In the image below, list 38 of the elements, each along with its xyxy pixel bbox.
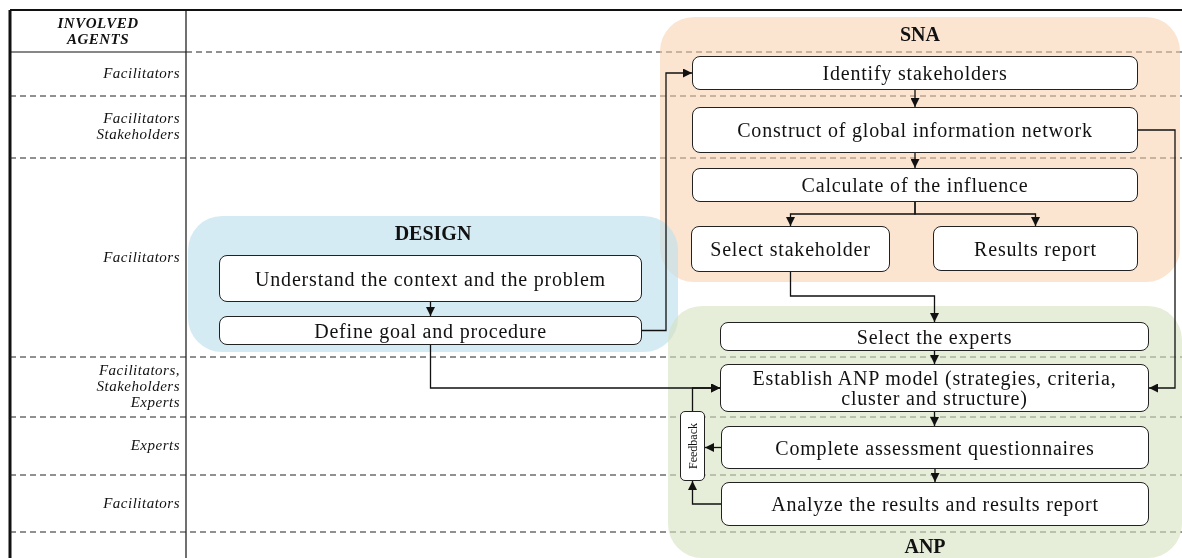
- process-box: Select stakeholder: [691, 226, 890, 272]
- process-box: Results report: [933, 226, 1138, 271]
- connector-arrow: [789, 271, 939, 323]
- phase-panel: [660, 17, 1180, 282]
- connector-arrow: [691, 383, 721, 412]
- connector-arrow: [426, 301, 435, 317]
- phase-panel: [668, 306, 1182, 558]
- connector-arrow: [930, 468, 940, 483]
- column-header: INVOLVED AGENTS: [56, 16, 140, 48]
- connector-arrow: [910, 152, 920, 169]
- phase-title: SNA: [899, 23, 941, 46]
- process-box: Define goal and procedure: [219, 316, 642, 345]
- process-box: Calculate of the influence: [692, 168, 1138, 202]
- connector-arrow: [914, 201, 1040, 227]
- connector-arrow: [930, 350, 939, 365]
- row-label: Experts: [130, 438, 180, 454]
- row-label: Facilitators Stakeholders: [95, 111, 180, 143]
- process-box: Construct of global information network: [692, 107, 1138, 153]
- process-box: Analyze the results and results report: [721, 482, 1149, 526]
- process-box: Establish ANP model (strategies, criteria, cluster and structure): [720, 364, 1149, 412]
- connector-arrow: [1137, 129, 1176, 393]
- connector-arrow: [704, 443, 722, 452]
- connector-arrow: [688, 480, 722, 505]
- row-label: Facilitators, Stakeholders Experts: [95, 363, 180, 411]
- phase-title: ANP: [903, 535, 947, 558]
- process-box: Complete assessment questionnaires: [721, 426, 1149, 469]
- phase-title: DESIGN: [393, 222, 473, 245]
- feedback-box: Feedback: [680, 411, 705, 481]
- row-label: Facilitators: [103, 66, 180, 82]
- process-box: Identify stakeholders: [692, 56, 1138, 90]
- row-label: Facilitators: [103, 495, 180, 512]
- row-label: Facilitators: [103, 249, 180, 266]
- process-box: Select the experts: [720, 322, 1149, 351]
- process-box: Understand the context and the problem: [219, 255, 642, 302]
- connector-arrow: [641, 68, 693, 332]
- connector-arrow: [930, 411, 939, 427]
- phase-panel: [188, 216, 678, 352]
- connector-arrow: [910, 89, 920, 108]
